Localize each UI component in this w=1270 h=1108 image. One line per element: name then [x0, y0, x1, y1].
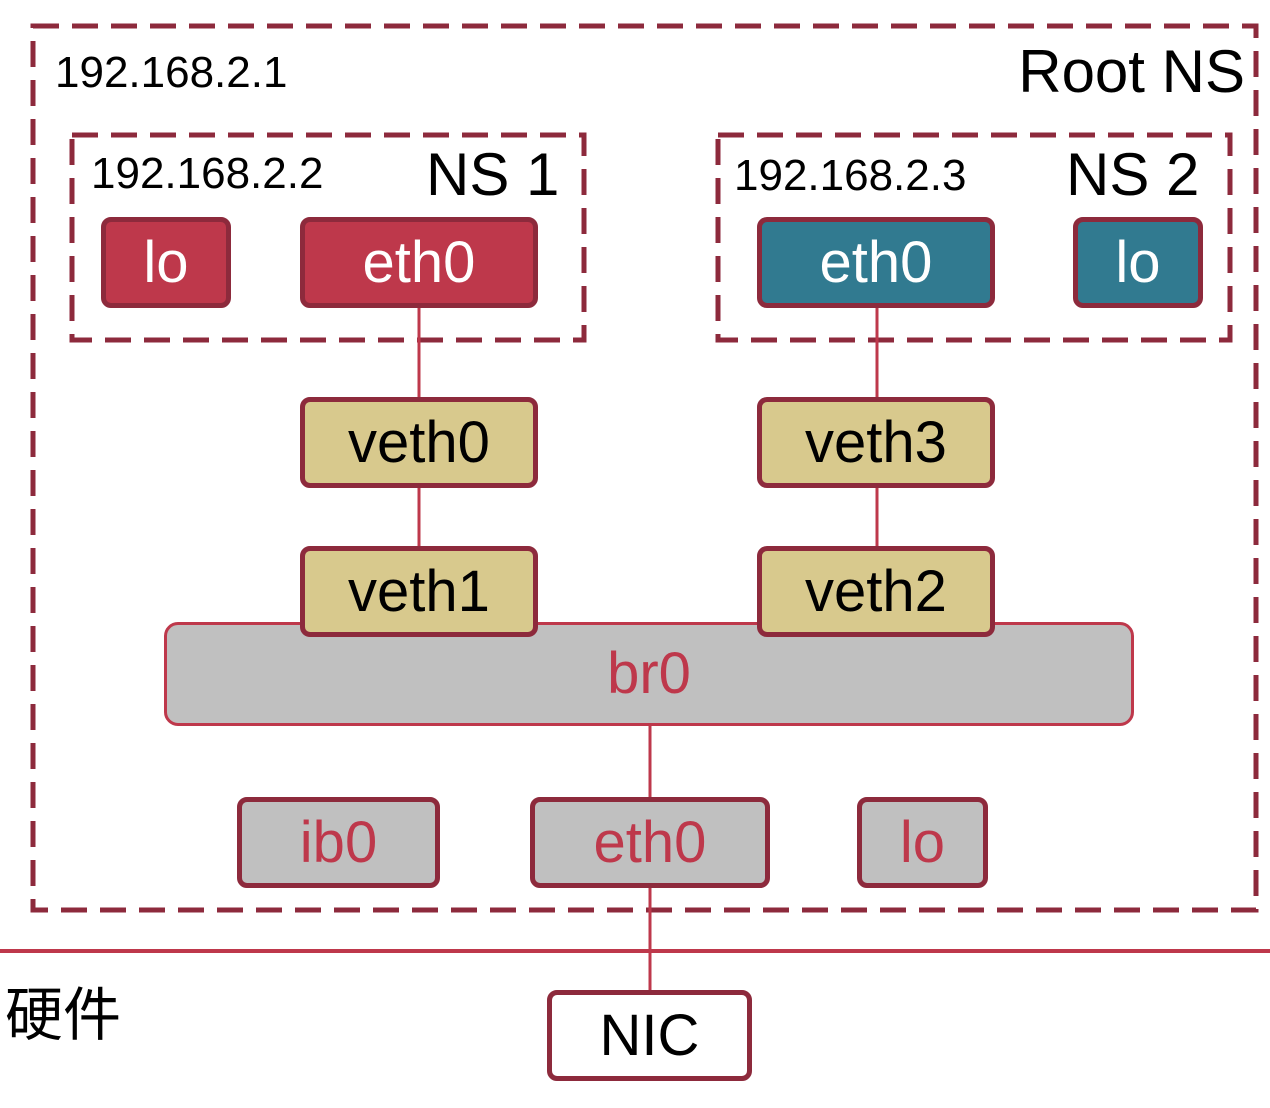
veth1-interface[interactable]: veth1: [300, 546, 538, 637]
ns2-ip: 192.168.2.3: [734, 151, 967, 200]
nic-device[interactable]: NIC: [547, 990, 752, 1081]
ns2-lo-interface[interactable]: lo: [1073, 217, 1203, 308]
ns2-eth0-interface[interactable]: eth0: [757, 217, 995, 308]
ns2-boundary: [715, 132, 1233, 343]
veth0-interface[interactable]: veth0: [300, 397, 538, 488]
br0-bridge[interactable]: br0: [164, 622, 1134, 726]
ns1-label: NS 1: [426, 141, 560, 208]
ns1-boundary: [69, 132, 587, 343]
veth2-interface[interactable]: veth2: [757, 546, 995, 637]
ns1-ip: 192.168.2.2: [91, 149, 324, 198]
ns2-label: NS 2: [1066, 141, 1200, 208]
ns1-eth0-interface[interactable]: eth0: [300, 217, 538, 308]
root-ns-label: Root NS: [1018, 38, 1245, 105]
ns1-lo-interface[interactable]: lo: [101, 217, 231, 308]
root-lo-interface[interactable]: lo: [857, 797, 988, 888]
veth3-interface[interactable]: veth3: [757, 397, 995, 488]
root-eth0-interface[interactable]: eth0: [530, 797, 770, 888]
root-ns-ip: 192.168.2.1: [55, 48, 288, 97]
hardware-label: 硬件: [5, 981, 122, 1049]
ib0-interface[interactable]: ib0: [237, 797, 440, 888]
